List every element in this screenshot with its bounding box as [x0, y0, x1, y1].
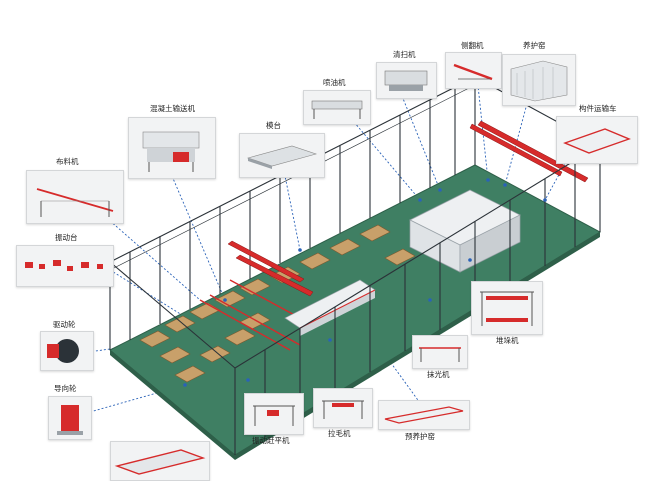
leader-oil-sprayer — [353, 121, 421, 201]
leader-mold-table — [282, 165, 301, 251]
thumb-cleaner — [376, 62, 437, 99]
label-guide-wheel: 导向轮 — [54, 384, 77, 393]
label-vibrating-table: 振动台 — [55, 233, 78, 242]
label-pre-curing-kiln: 预养护窑 — [405, 432, 435, 441]
thumb-oil-sprayer — [303, 90, 371, 125]
conveyor-tracks — [199, 279, 301, 351]
leader-cleaner — [401, 95, 441, 191]
thumb-finished-part — [110, 441, 210, 481]
label-curing-kiln: 养护窑 — [523, 41, 546, 50]
label-troweling-machine: 抹光机 — [427, 370, 450, 379]
leader-transporter — [544, 139, 579, 201]
label-concrete-conveyor: 混凝土输送机 — [150, 104, 195, 113]
label-vibrating-leveler: 振动赶平机 — [252, 436, 290, 445]
thumb-pre-curing-kiln — [378, 400, 470, 430]
label-drive-wheel: 驱动轮 — [53, 320, 76, 329]
leader-drive-wheel — [87, 344, 141, 353]
location-markers — [183, 178, 547, 387]
gantry-cranes — [227, 120, 589, 297]
floor-edge — [110, 350, 235, 460]
leader-guide-wheel — [89, 384, 186, 413]
label-stacker: 堆垛机 — [496, 336, 519, 345]
leader-side-tilter — [476, 75, 489, 181]
thumb-vibrating-leveler — [244, 393, 304, 435]
label-cleaner: 清扫机 — [393, 50, 416, 59]
thumb-distributor — [26, 170, 124, 224]
thumb-side-tilter — [445, 52, 502, 89]
label-oil-sprayer: 喷油机 — [323, 78, 346, 87]
label-distributor: 布料机 — [56, 157, 79, 166]
thumb-guide-wheel — [48, 396, 92, 440]
thumb-mold-table — [239, 133, 325, 178]
label-side-tilter: 侧翻机 — [461, 41, 484, 50]
thumb-napping-machine — [313, 388, 373, 428]
leader-concrete-conveyor — [171, 175, 226, 301]
thumb-drive-wheel — [40, 331, 94, 371]
thumb-vibrating-table — [16, 245, 114, 287]
thumb-stacker — [471, 281, 543, 335]
label-component-transporter: 构件运输车 — [579, 104, 617, 113]
pre-curing-kiln-body — [284, 279, 376, 336]
thumb-curing-kiln — [502, 54, 576, 106]
label-mold-table: 模台 — [266, 121, 281, 130]
thumb-component-transporter — [556, 116, 638, 164]
thumb-concrete-conveyor — [128, 117, 216, 179]
label-napping-machine: 拉毛机 — [328, 429, 351, 438]
thumb-troweling-machine — [412, 335, 468, 369]
leader-vibrating-table — [109, 269, 191, 321]
